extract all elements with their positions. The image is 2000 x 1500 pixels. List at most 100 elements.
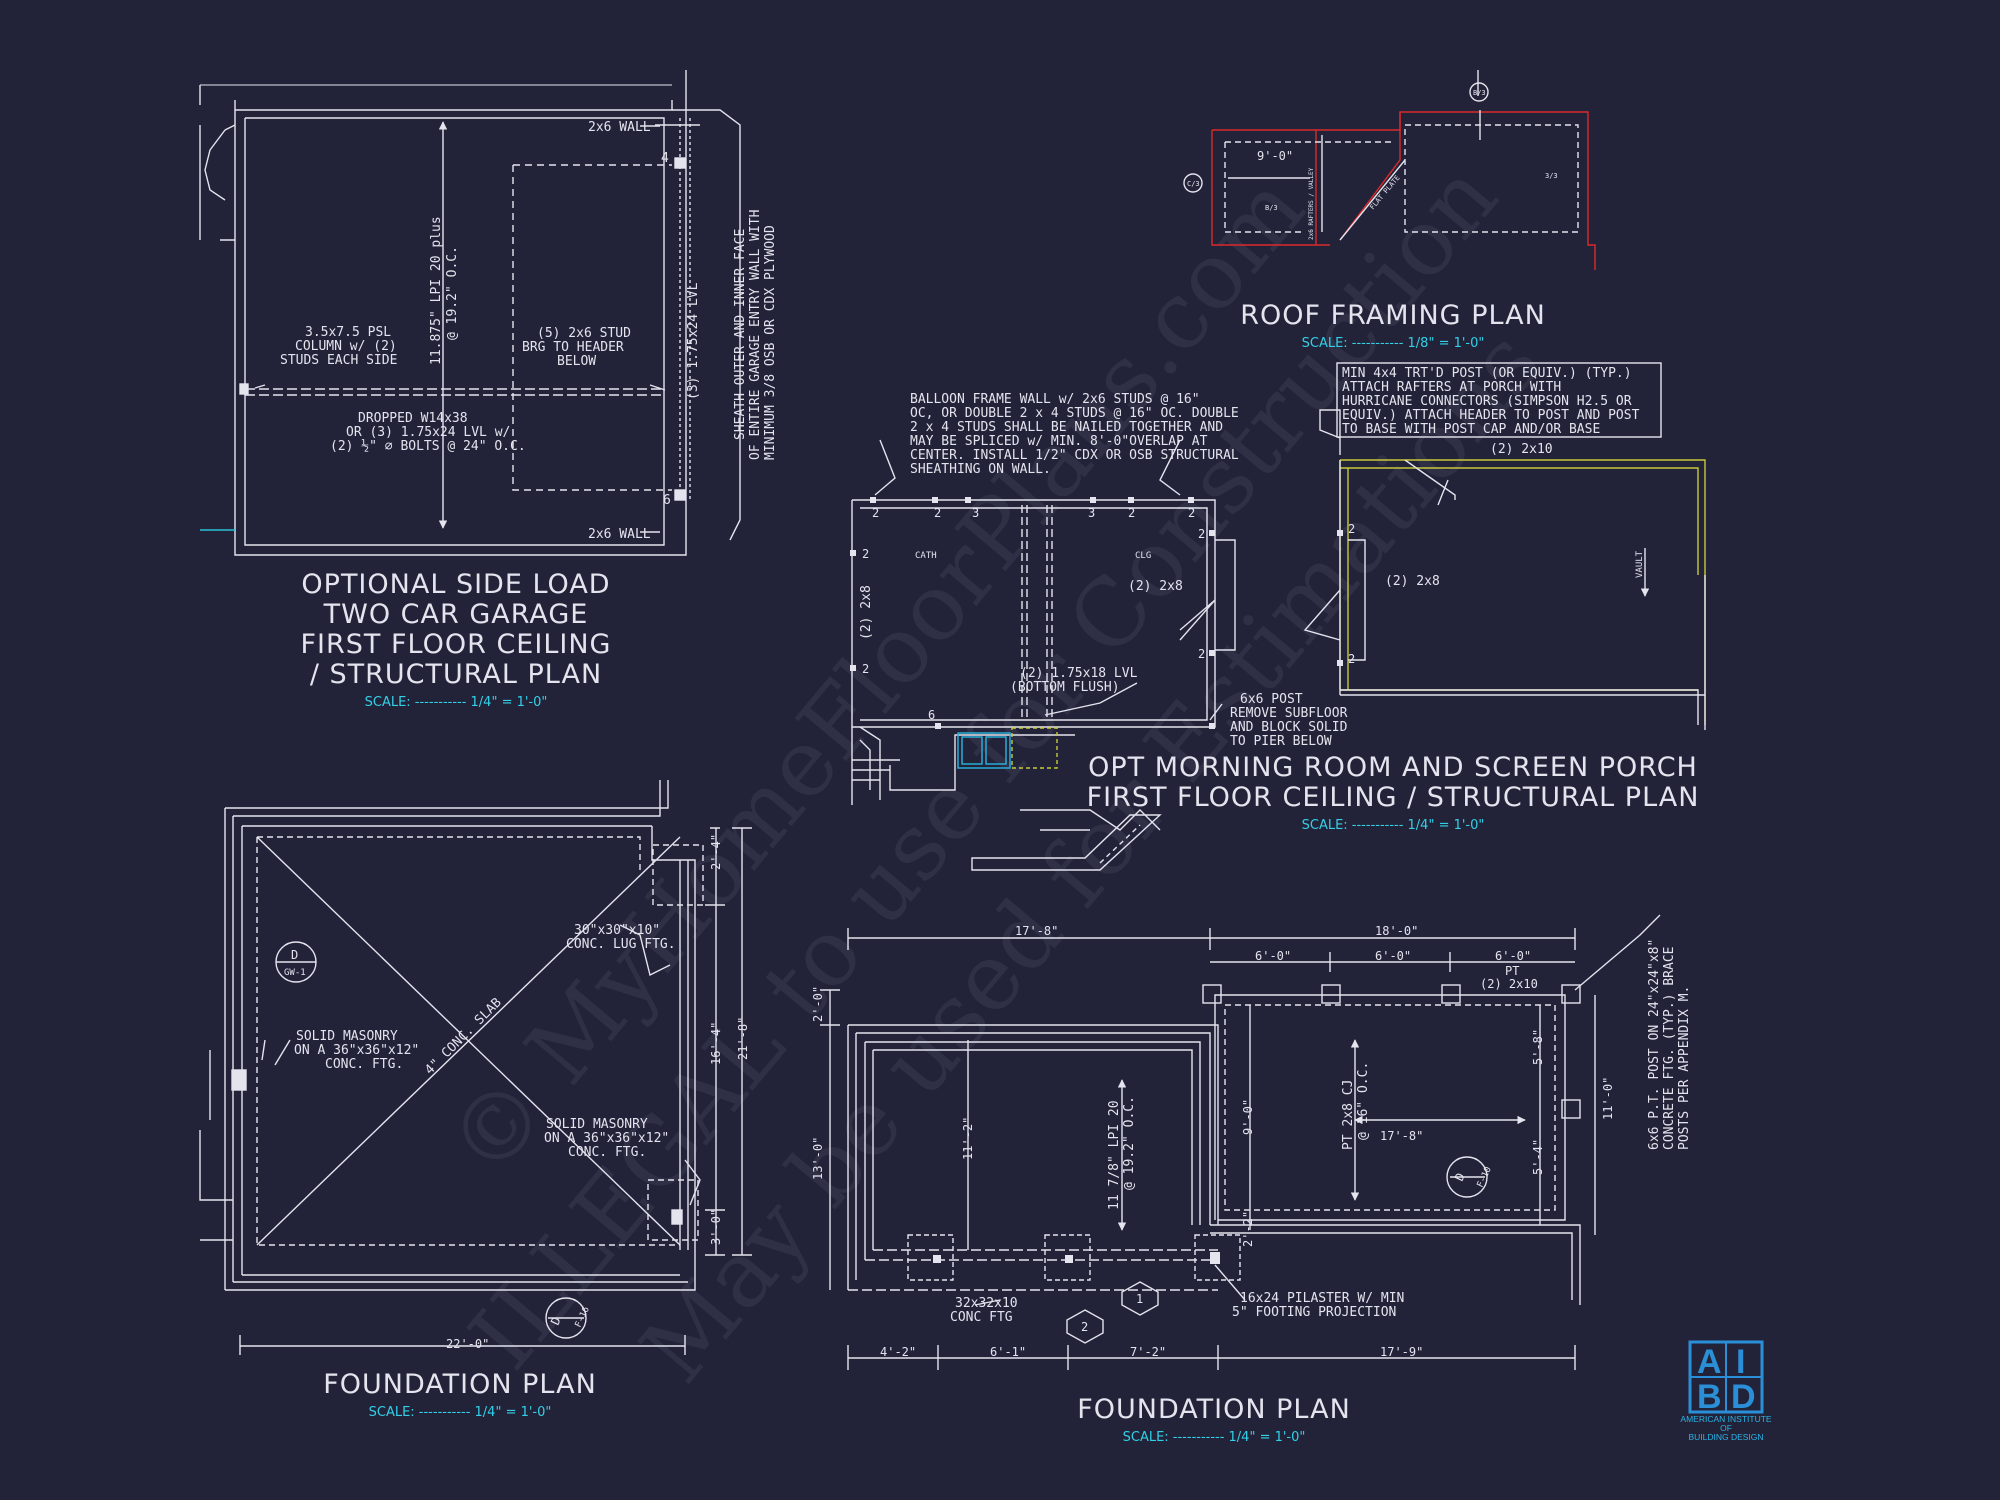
porch-top-header: (2) 2x10 [1490, 442, 1553, 457]
roof-plan [1183, 70, 1596, 270]
lvl-2: (BOTTOM FLUSH) [1010, 680, 1120, 695]
pt-label: PT [1505, 964, 1519, 978]
masonry-pier-1 [231, 1069, 247, 1091]
morning-posts [850, 497, 1343, 729]
garage-joist-spacing: @ 19.2" O.C. [445, 246, 460, 340]
garage-dropped-3: (2) ½" ⌀ BOLTS @ 24" O.C. [330, 439, 526, 454]
garage-psl-2: COLUMN w/ (2) [295, 339, 397, 354]
garage-plan [199, 70, 741, 556]
bay-3: 6'-0" [1495, 949, 1531, 963]
fdn-right-dim-22: 2'-2" [1241, 1211, 1255, 1247]
tag-f16 [545, 1297, 587, 1339]
garage-dropped-2: OR (3) 1.75x24 LVL w/ [346, 425, 510, 440]
garage-outer-wall [234, 70, 687, 556]
fdn-joist-1: 11 7/8" LPI 20 [1107, 1100, 1122, 1210]
roof-valley-label: 2x6 RAFTERS / VALLEY [1308, 167, 1315, 240]
fdn-right-dim-inner: 11'-2" [961, 1117, 975, 1160]
mas1-3: CONC. FTG. [325, 1057, 403, 1072]
post-note-4: EQUIV.) ATTACH HEADER TO POST AND POST [1342, 408, 1640, 423]
fdn-left-right [651, 826, 696, 1255]
post6-4: TO PIER BELOW [1230, 734, 1332, 749]
fdn-left-dim-r2: 16'-4" [709, 1022, 723, 1065]
fdn-left-dim-r1: 2'-4" [709, 834, 723, 870]
pilaster-1: 16x24 PILASTER W/ MIN [1240, 1291, 1404, 1306]
tag-2-hex [1066, 1309, 1104, 1344]
appliance-dashed [1011, 727, 1058, 769]
porch-door [1303, 539, 1366, 661]
garage-stud-3: BELOW [557, 354, 596, 369]
fdn-right-room-bottom [848, 1249, 1218, 1291]
tag-f10 [1446, 1156, 1488, 1198]
post-note-box [1336, 362, 1662, 438]
garage-dropped-beam [245, 388, 664, 396]
fdn-right-dim-left-top: 2'-0" [811, 986, 825, 1022]
roof-mark-b-label: B/3 [1265, 204, 1278, 212]
vault-label: VAULT [1635, 550, 1645, 578]
cath-label: CATH [915, 551, 937, 561]
count-3-b: 3 [1088, 506, 1095, 520]
tag-gw1-bottom: GW-1 [284, 968, 306, 978]
tag-1-hex [1121, 1281, 1159, 1316]
fdn-left-top [225, 780, 669, 827]
roof-mark-top [1469, 82, 1489, 102]
garage-psl-1: 3.5x7.5 PSL [305, 325, 391, 340]
morning-title-2: FIRST FLOOR CEILING / STRUCTURAL PLAN [1087, 782, 1700, 813]
count-2-a: 2 [872, 506, 879, 520]
fdn-right-dim-top-right: 18'-0" [1375, 924, 1418, 938]
garage-psl-column [239, 383, 249, 395]
fdn-right-dim-54: 5'-4" [1531, 1139, 1545, 1175]
garage-text: 2x6 WALL 2x6 WALL 4 6 11.875" LPI 20 plu… [280, 120, 778, 710]
garage-sheath-3: MINIMUM 3/8 OSB OR CDX PLYWOOD [763, 225, 778, 460]
balloon-2: OC, OR DOUBLE 2 x 4 STUDS @ 16" OC. DOUB… [910, 406, 1239, 421]
foundation-left-plan [199, 780, 752, 1355]
tag-2-label: 2 [1081, 1320, 1088, 1334]
fdn-left-dim-bottom [239, 1335, 686, 1355]
fdn-right-dim-b4: 17'-9" [1380, 1345, 1423, 1359]
morning-room-stairs [851, 726, 1075, 805]
conc-2: CONC FTG [950, 1310, 1013, 1325]
fdn-right-dim-top [847, 928, 1576, 972]
garage-dashed-area [512, 164, 672, 491]
garage-title-1: OPTIONAL SIDE LOAD [301, 569, 610, 600]
count-6: 6 [928, 708, 935, 722]
garage-wall-top-label: 2x6 WALL [588, 120, 651, 135]
bay-1: 6'-0" [1255, 949, 1291, 963]
garage-door-left [204, 124, 236, 241]
clg-label: CLG [1135, 551, 1151, 561]
fdn-left-side [224, 808, 243, 1290]
fdn-left-dim-r3: 3'-0" [709, 1209, 723, 1245]
garage-post-4-label: 4 [661, 151, 669, 166]
garage-scale: SCALE: ----------- 1/4" = 1'-0" [365, 695, 548, 710]
fdn-right-porch [1210, 994, 1581, 1305]
fdn-left-outer-ticks [199, 1050, 233, 1241]
fdn-left-bottom [225, 1255, 696, 1291]
angled-step [971, 814, 1162, 871]
morning-text: BALLOON FRAME WALL w/ 2x6 STUDS @ 16" OC… [859, 366, 1700, 833]
fdn-right-dim-9: 9'-0" [1241, 1099, 1255, 1135]
post-footings [907, 984, 1581, 1281]
post-note-r3: POSTS PER APPENDIX M. [1677, 986, 1692, 1150]
count-2-e: 2 [862, 547, 869, 561]
garage-right-wall-dashed [679, 118, 691, 500]
header-2x8-room: (2) 2x8 [1128, 579, 1183, 594]
count-2-f: 2 [862, 662, 869, 676]
count-2-g: 2 [1198, 527, 1205, 541]
garage-post-6-label: 6 [663, 493, 671, 508]
garage-walls [199, 85, 673, 546]
pilasters [933, 1252, 1220, 1264]
pt-span-dim: 17'-8" [1380, 1129, 1423, 1143]
mas1-2: ON A 36"x36"x12" [294, 1043, 419, 1058]
roof-mark-c-label: C/3 [1187, 180, 1200, 188]
header-2x8-porch: (2) 2x8 [1385, 574, 1440, 589]
fdn-right-dim-b3: 7'-2" [1130, 1345, 1166, 1359]
count-2-c: 2 [1128, 506, 1135, 520]
conc-1: 32x32x10 [955, 1296, 1018, 1311]
garage-sheath-2: OF ENTIRE GARAGE ENTRY WALL WITH [748, 210, 763, 460]
fdn-right-dim-bottom [847, 1345, 1576, 1370]
balloon-6: SHEATHING ON WALL. [910, 462, 1051, 477]
garage-sheath-leader [655, 109, 741, 541]
fdn-right-room-side [847, 1025, 874, 1290]
tag-gw1-top: D [291, 948, 298, 962]
garage-stud-2: BRG TO HEADER [522, 340, 624, 355]
count-2-d: 2 [1188, 506, 1195, 520]
